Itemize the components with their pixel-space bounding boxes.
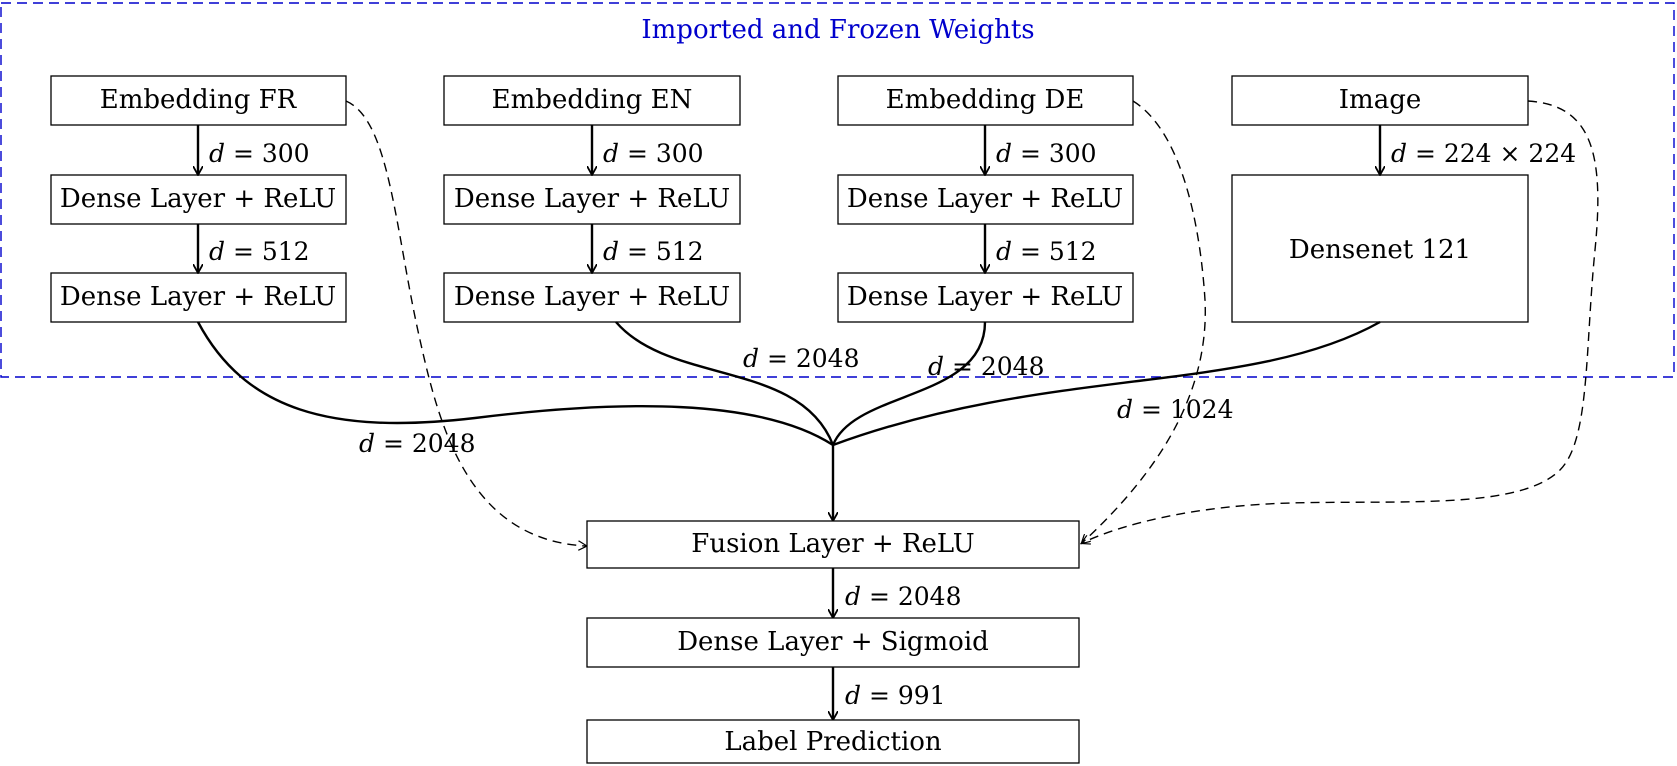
- fusion-layer-box: [586, 520, 1080, 569]
- de-out-label: d = 2048: [928, 352, 1044, 381]
- de-dense-layer-1-label: Dense Layer + ReLU: [847, 184, 1123, 214]
- embedding-de-label: Embedding DE: [886, 85, 1085, 115]
- dense-edge-label: d = 991: [845, 681, 946, 710]
- embedding-de-box: [837, 75, 1134, 126]
- column-en: Embedding EN Dense Layer + ReLU Dense La…: [443, 75, 741, 323]
- fusion-layer-label: Fusion Layer + ReLU: [691, 529, 974, 559]
- image-label: Image: [1339, 85, 1421, 115]
- head-stack: Fusion Layer + ReLU d = 2048 Dense Layer…: [586, 520, 1080, 764]
- column-image: Image Densenet 121 d = 224 × 224: [1231, 75, 1576, 323]
- image-edge-label: d = 224 × 224: [1391, 139, 1576, 168]
- frozen-weights-region: [0, 2, 1675, 378]
- fr-edge-2-label: d = 512: [209, 237, 310, 266]
- en-edge-2-label: d = 512: [603, 237, 704, 266]
- column-de: Embedding DE Dense Layer + ReLU Dense La…: [837, 75, 1134, 323]
- de-edge-2-label: d = 512: [996, 237, 1097, 266]
- frozen-weights-title: Imported and Frozen Weights: [641, 15, 1034, 45]
- en-out-label: d = 2048: [743, 344, 859, 373]
- densenet-box: [1231, 174, 1529, 323]
- fr-dense-layer-1-label: Dense Layer + ReLU: [60, 184, 336, 214]
- embedding-fr-label: Embedding FR: [100, 85, 298, 115]
- embedding-en-box: [443, 75, 741, 126]
- de-to-fusion-curve: [831, 321, 987, 446]
- en-edge-1-label: d = 300: [603, 139, 704, 168]
- fr-edge-1-label: d = 300: [209, 139, 310, 168]
- en-dense-layer-1-label: Dense Layer + ReLU: [454, 184, 730, 214]
- de-skip-connection: [1082, 100, 1206, 543]
- en-dense-layer-2-label: Dense Layer + ReLU: [454, 282, 730, 312]
- densenet-label: Densenet 121: [1289, 235, 1471, 265]
- embedding-en-label: Embedding EN: [492, 85, 693, 115]
- column-fr: Embedding FR Dense Layer + ReLU Dense La…: [50, 75, 347, 323]
- dense-sigmoid-label: Dense Layer + Sigmoid: [677, 627, 989, 657]
- densenet-to-fusion-curve: [832, 320, 1381, 447]
- de-edge-1-label: d = 300: [996, 139, 1097, 168]
- de-dense-layer-2-box: [837, 272, 1134, 323]
- de-dense-layer-1-box: [837, 174, 1134, 225]
- fr-dense-layer-1-box: [50, 174, 347, 225]
- image-out-label: d = 1024: [1117, 395, 1233, 424]
- fusion-edge-label: d = 2048: [845, 582, 961, 611]
- fr-to-fusion-curve: [196, 321, 834, 447]
- image-skip-connection: [1082, 100, 1599, 543]
- fr-skip-connection: [345, 100, 586, 546]
- fr-out-label: d = 2048: [359, 429, 475, 458]
- label-prediction-label: Label Prediction: [724, 727, 942, 757]
- label-prediction-box: [586, 719, 1080, 764]
- fr-dense-layer-2-label: Dense Layer + ReLU: [60, 282, 336, 312]
- de-dense-layer-2-label: Dense Layer + ReLU: [847, 282, 1123, 312]
- en-to-fusion-curve: [615, 321, 835, 446]
- dense-sigmoid-box: [586, 617, 1080, 668]
